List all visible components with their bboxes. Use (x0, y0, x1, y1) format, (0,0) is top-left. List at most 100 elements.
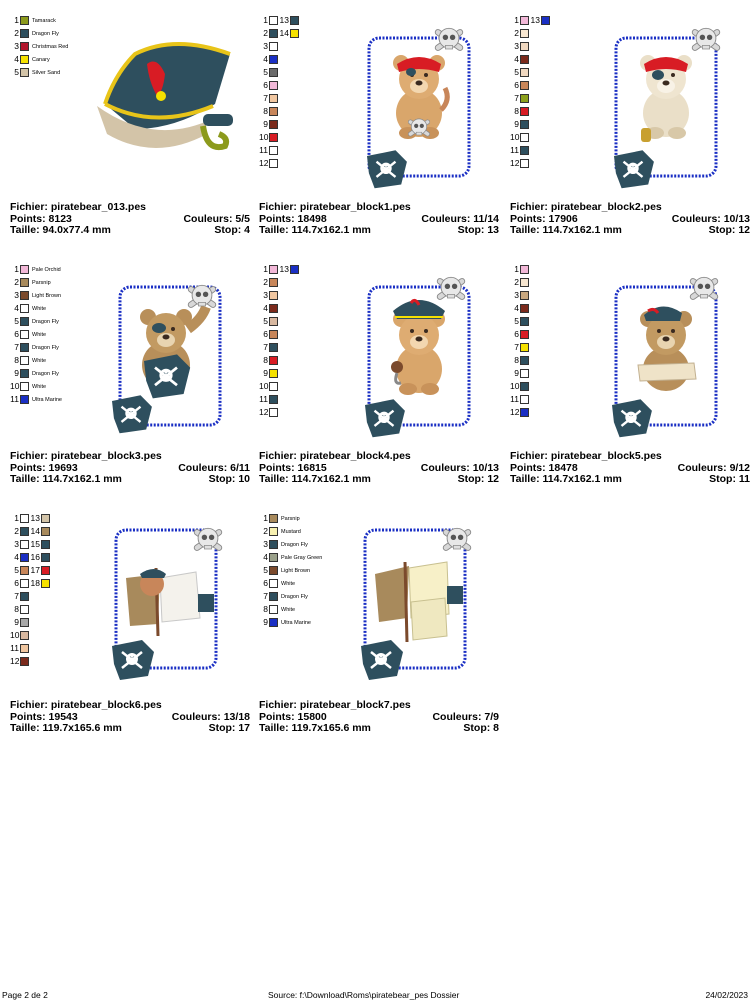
legend-row: 2 (259, 276, 359, 289)
file-name-value: piratebear_block5.pes (550, 450, 662, 462)
info-row: Fichier: piratebear_block5.pes (510, 450, 750, 463)
color-swatch (520, 42, 529, 51)
legend-row: 7 (510, 341, 610, 354)
color-swatch (269, 553, 278, 562)
design-size-label: Taille: (259, 224, 289, 236)
legend-number: 7 (514, 342, 519, 352)
stop-count-label: Stop: (457, 473, 485, 485)
legend-number: 8 (263, 106, 268, 116)
legend-row: 9 (259, 118, 359, 131)
design-size-value: 119.7x165.6 mm (291, 722, 371, 734)
thread-name: Dragon Fly (32, 318, 59, 325)
legend-second-column: 16 (29, 551, 50, 564)
color-count: Couleurs: 11/14 (421, 213, 499, 226)
stop-count-label: Stop: (708, 224, 736, 236)
stop-count-value: 10 (238, 473, 250, 485)
color-swatch (520, 94, 529, 103)
legend-number: 6 (263, 578, 268, 588)
color-swatch (20, 605, 29, 614)
color-swatch (520, 291, 529, 300)
legend-row: 10 (259, 131, 359, 144)
color-swatch (20, 540, 29, 549)
file-name-label: Fichier: (259, 699, 297, 711)
stitch-count-label: Points: (259, 212, 295, 225)
legend-row: 7 (259, 92, 359, 105)
legend-number: 11 (510, 145, 519, 155)
color-swatch (20, 29, 29, 38)
legend-row: 5 (259, 315, 359, 328)
legend-number: 13 (530, 15, 540, 25)
legend-number: 7 (14, 591, 19, 601)
color-count-label: Couleurs: (671, 212, 721, 225)
thread-name: Christmas Red (32, 43, 69, 50)
info-row: Fichier: piratebear_block6.pes (10, 699, 250, 712)
legend-number: 1 (263, 264, 268, 274)
legend-row: 4 (259, 53, 359, 66)
color-swatch (520, 317, 529, 326)
legend-row: 12 (510, 406, 610, 419)
legend-row: 11 (510, 393, 610, 406)
footer-date: 24/02/2023 (705, 990, 748, 1000)
legend-row: 11 (510, 144, 610, 157)
legend-row: 8 (510, 354, 610, 367)
thread-name: Dragon Fly (281, 541, 308, 548)
file-name-label: Fichier: (510, 201, 548, 213)
thread-name: Dragon Fly (32, 370, 59, 377)
legend-number: 14 (30, 526, 40, 536)
stop-count-label: Stop: (457, 224, 485, 236)
legend-number: 3 (263, 539, 268, 549)
legend-row: 11 (259, 393, 359, 406)
color-count-label: Couleurs: (183, 212, 233, 225)
legend-number: 6 (14, 329, 19, 339)
legend-number: 8 (14, 604, 19, 614)
legend-number: 4 (514, 54, 519, 64)
stop-count-label: Stop: (214, 224, 242, 236)
design-size-value: 114.7x162.1 mm (542, 224, 622, 236)
stitch-count-label: Points: (10, 710, 46, 723)
legend-number: 6 (514, 329, 519, 339)
design-size: Taille: 119.7x165.6 mm (259, 722, 371, 735)
design-size-label: Taille: (10, 722, 40, 734)
legend-number: 9 (14, 617, 19, 627)
legend-second-column: 17 (29, 564, 50, 577)
thread-name: Light Brown (281, 567, 311, 574)
stitch-count: Points: 18478 (510, 461, 578, 475)
legend-number: 1 (514, 264, 519, 274)
color-swatch (41, 514, 50, 523)
color-swatch (520, 369, 529, 378)
file-name-value: piratebear_013.pes (50, 201, 147, 213)
color-swatch (20, 382, 29, 391)
file-name-label: Fichier: (10, 450, 48, 462)
thread-name: Pale Orchid (32, 266, 61, 273)
stitch-count-label: Points: (510, 461, 546, 474)
color-swatch (520, 265, 529, 274)
legend-number: 2 (14, 277, 19, 287)
color-swatch (269, 120, 278, 129)
design-size-value: 114.7x162.1 mm (542, 473, 622, 485)
color-swatch (20, 592, 29, 601)
color-swatch (269, 68, 278, 77)
legend-number: 8 (514, 106, 519, 116)
legend-row: 1 (510, 263, 610, 276)
color-swatch (269, 94, 278, 103)
legend-number: 5 (14, 565, 19, 575)
legend-number: 8 (14, 355, 19, 365)
legend-row: 3 (259, 40, 359, 53)
legend-row: 9 (510, 118, 610, 131)
